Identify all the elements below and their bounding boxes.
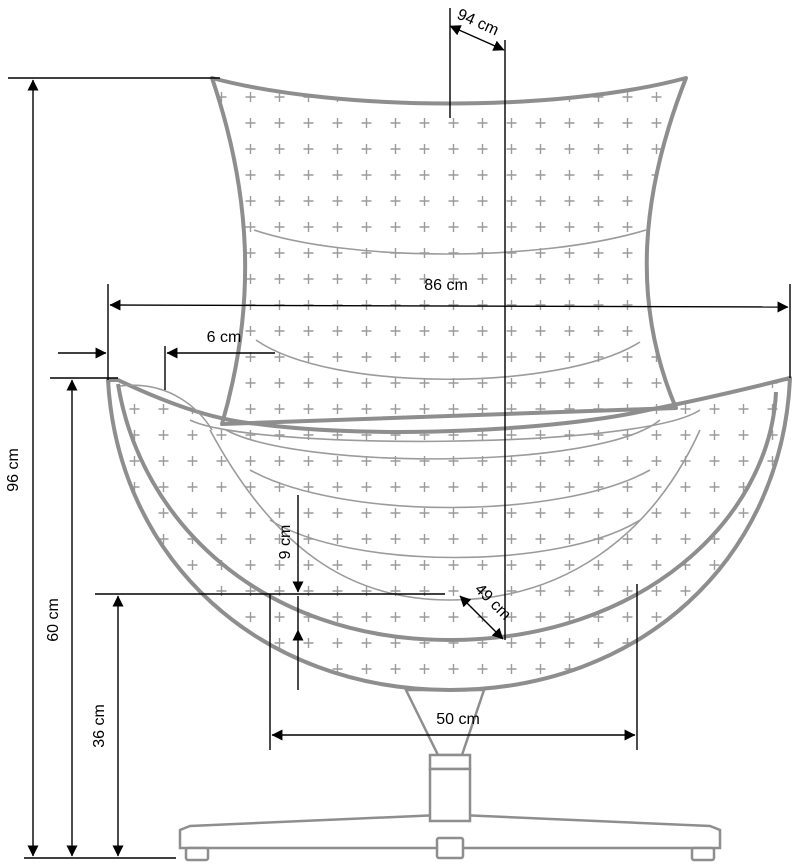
dim-seat-width (269, 584, 638, 750)
back-seams (253, 229, 647, 380)
chair-seat-bucket (106, 376, 792, 692)
label-armrest: 6 cm (207, 329, 242, 346)
chair-column (403, 688, 486, 823)
chair-base (178, 813, 722, 862)
chair-back (210, 76, 688, 426)
label-seat-width: 50 cm (436, 711, 480, 728)
dim-total-height (8, 77, 220, 859)
dimension-lines (8, 8, 791, 859)
dim-seat-depth (459, 595, 504, 640)
label-cushion: 9 cm (277, 525, 294, 560)
dim-armrest (58, 346, 275, 390)
seat-cushion-seams (119, 384, 701, 601)
chair-illustration (106, 76, 792, 862)
dim-width (107, 284, 791, 380)
label-depth: 94 cm (454, 6, 501, 39)
bucket-inner-rim (116, 383, 778, 643)
dim-armrest-height (50, 377, 118, 857)
label-seat-height: 36 cm (91, 704, 108, 748)
label-total-height: 96 cm (5, 448, 22, 492)
dim-depth (449, 8, 506, 640)
label-armrest-height: 60 cm (45, 598, 62, 642)
label-width: 86 cm (424, 277, 468, 294)
